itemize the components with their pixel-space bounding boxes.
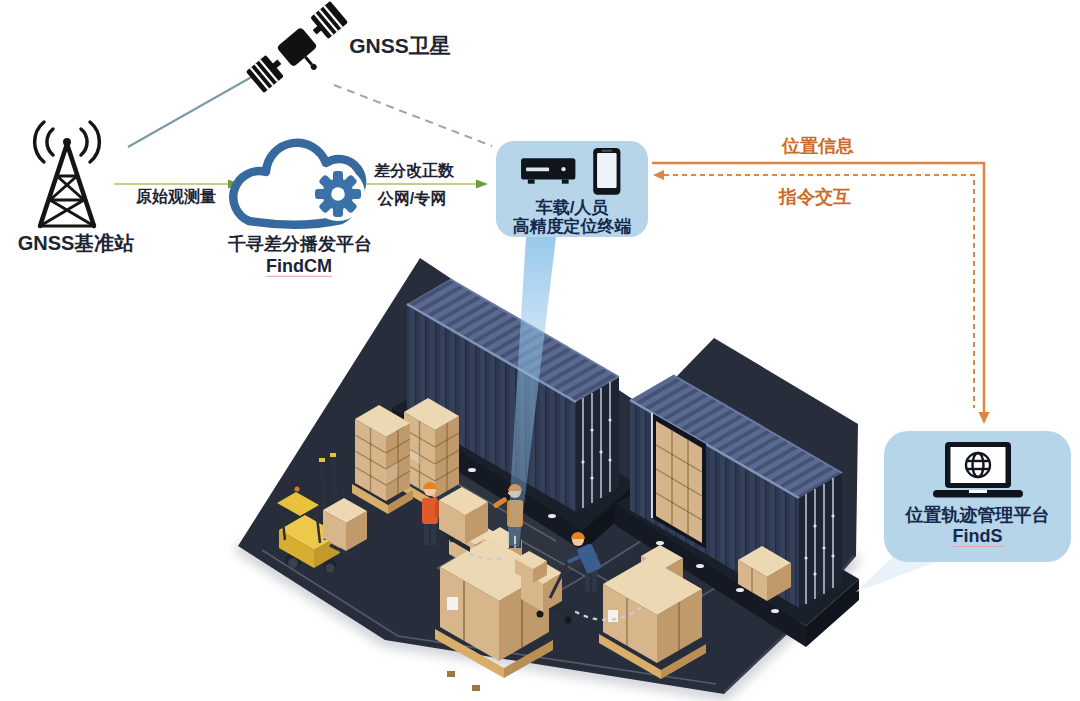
- gear-icon: [315, 171, 361, 217]
- pallet-stack-front: [352, 405, 413, 514]
- command-label: 指令交互: [779, 185, 851, 209]
- finds-label-name: FindS: [953, 527, 1003, 547]
- finds-label-line1: 位置轨迹管理平台: [906, 505, 1050, 526]
- cloud-name: FindCM: [266, 257, 332, 277]
- terminal-label-line1: 车载/人员: [513, 198, 632, 218]
- terminal-icons: [510, 148, 634, 196]
- radio-tower-icon: [35, 122, 100, 226]
- position-info-label: 位置信息: [782, 134, 854, 158]
- receiver-icon: [521, 158, 575, 183]
- warehouse-scene: [238, 258, 859, 694]
- terminal-label-line2: 高精度定位终端: [513, 217, 632, 237]
- satellite-label: GNSS卫星: [349, 32, 451, 60]
- finds-bubble: 位置轨迹管理平台 FindS: [884, 431, 1071, 562]
- terminal-bubble: 车载/人员 高精度定位终端: [496, 141, 648, 237]
- correction-label-line2: 公网/专网: [378, 189, 446, 210]
- smartphone-icon: [593, 148, 620, 195]
- satellite-terminal-dashed-line: [334, 85, 492, 146]
- correction-label-line1: 差分改正数: [374, 161, 454, 182]
- station-label: GNSS基准站: [18, 230, 135, 257]
- laptop-globe-icon: [932, 442, 1024, 500]
- satellite-icon: [246, 1, 358, 105]
- station-satellite-line: [128, 74, 257, 147]
- cloud-icon: [233, 143, 365, 225]
- raw-obs-label: 原始观测量: [136, 187, 216, 208]
- cloud-title: 千寻差分播发平台: [228, 232, 372, 256]
